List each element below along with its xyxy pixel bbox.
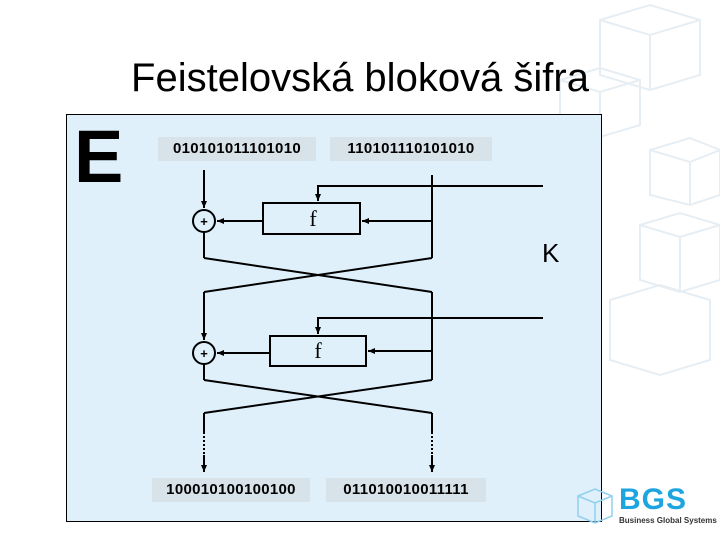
output-right-block: 011010010011111: [326, 478, 486, 502]
xor-icon-round-1: [192, 209, 216, 233]
f-label-1: f: [309, 206, 317, 231]
key-label: K: [542, 238, 560, 268]
output-left-block: 100010100100100: [152, 478, 310, 502]
input-left-block: 010101011101010: [158, 137, 316, 161]
key-line-round-1: [315, 185, 543, 201]
cube-icon: [577, 488, 613, 524]
logo-subtitle: Business Global Systems: [619, 516, 717, 525]
xor-symbol-1: +: [200, 214, 208, 229]
section-letter: E: [74, 115, 124, 198]
key-line-round-2: [315, 317, 543, 334]
f-box-round-1: [262, 202, 361, 235]
xor-symbol-2: +: [200, 346, 208, 361]
swap-line-2b: [203, 379, 433, 414]
swap-line-1b: [203, 257, 433, 293]
slide-title: Feistelovská bloková šifra: [131, 56, 589, 100]
logo-name: BGS: [619, 483, 688, 516]
bgs-logo: BGS Business Global Systems: [575, 483, 717, 530]
f-label-2: f: [314, 338, 322, 363]
f-box-round-2: [269, 335, 367, 367]
xor-icon-round-2: [192, 341, 216, 365]
input-right-block: 110101110101010: [330, 137, 492, 161]
